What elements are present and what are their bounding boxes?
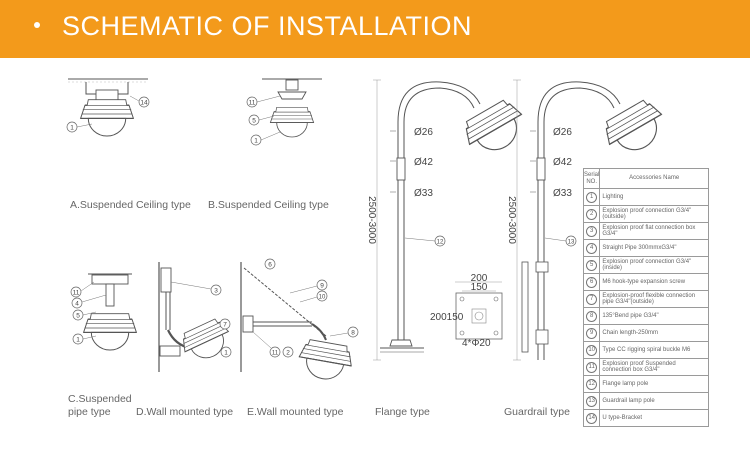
dim-d33-flange: Ø33 — [414, 188, 433, 199]
accessory-name: Explosion proof connection G3/4"(outside… — [599, 205, 709, 223]
caption-a: A.Suspended Ceiling type — [70, 199, 191, 211]
diagram-c-suspended-pipe: 11 4 5 1 — [70, 273, 138, 351]
serial-number: 11 — [586, 361, 598, 373]
caption-c-line2: pipe type — [68, 406, 111, 418]
table-header-row: Serial NO. Accessories Name — [582, 168, 709, 189]
callout-4: 4 — [75, 301, 79, 308]
dim-200150-height: 200150 — [430, 312, 464, 323]
dim-d26-guardrail: Ø26 — [553, 127, 572, 138]
serial-number: 12 — [586, 378, 598, 390]
installation-diagrams: 14 1 11 5 1 11 4 5 1 — [66, 78, 673, 384]
diagram-e-wall-mounted: 6 9 10 8 11 2 — [240, 258, 359, 384]
accessory-name: Flange lamp pole — [599, 375, 709, 393]
dim-d26-flange: Ø26 — [414, 127, 433, 138]
callout-9: 9 — [320, 283, 324, 290]
accessory-name: Chain length-250mm — [599, 324, 709, 342]
callout-8: 8 — [351, 330, 355, 337]
serial-number: 3 — [586, 225, 598, 237]
callout-11: 11 — [73, 290, 80, 297]
callout-6: 6 — [268, 262, 272, 269]
caption-b: B.Suspended Ceiling type — [208, 199, 329, 211]
dim-d33-guardrail: Ø33 — [553, 188, 572, 199]
diagram-b-suspended-ceiling: 11 5 1 — [246, 78, 322, 146]
caption-c-line1: C.Suspended — [68, 393, 132, 405]
header-accessories-name: Accessories Name — [599, 168, 709, 189]
serial-number: 14 — [586, 412, 598, 424]
dim-height-guardrail: 2500-3000 — [506, 196, 517, 244]
accessory-name: Explosion proof Suspended connection box… — [599, 358, 709, 376]
callout-10: 10 — [319, 295, 326, 301]
callout-1: 1 — [70, 125, 74, 132]
header-serial-no: Serial NO. — [582, 168, 601, 189]
serial-number: 4 — [586, 242, 598, 254]
dim-200-width: 200 — [471, 273, 488, 284]
accessory-name: Explosion proof flat connection box G3/4… — [599, 222, 709, 240]
callout-1: 1 — [254, 138, 258, 145]
accessory-name: Type CC rigging spiral buckle M6 — [599, 341, 709, 359]
serial-number: 6 — [586, 276, 598, 288]
accessory-name: Explosion-proof flexible connection pipe… — [599, 290, 709, 308]
diagram-flange-type: 2500-3000 Ø26 Ø42 Ø33 12 — [366, 79, 533, 361]
callout-7: 7 — [223, 322, 227, 329]
callout-13: 13 — [568, 240, 575, 246]
dim-d42-guardrail: Ø42 — [553, 157, 572, 168]
caption-e: E.Wall mounted type — [247, 406, 344, 418]
diagram-d-wall-mounted: 3 7 1 — [158, 262, 236, 372]
caption-guardrail: Guardrail type — [504, 406, 570, 418]
callout-1: 1 — [224, 350, 228, 357]
callout-2: 2 — [286, 350, 290, 357]
accessory-name: M6 hook-type expansion screw — [599, 273, 709, 291]
serial-number: 13 — [586, 395, 598, 407]
bullet-dot — [34, 22, 40, 28]
accessory-name: U type-Bracket — [599, 409, 709, 427]
header-banner: SCHEMATIC OF INSTALLATION — [0, 0, 750, 58]
caption-d: D.Wall mounted type — [136, 406, 234, 418]
accessory-name: Explosion proof connection G3/4"(inside) — [599, 256, 709, 274]
callout-1: 1 — [76, 337, 80, 344]
callout-12: 12 — [437, 240, 444, 246]
flange-plate-detail: 200 150 200150 4*Φ20 — [430, 273, 503, 349]
callout-3: 3 — [214, 288, 218, 295]
serial-number: 5 — [586, 259, 598, 271]
dim-d42-flange: Ø42 — [414, 157, 433, 168]
callout-5: 5 — [252, 118, 256, 125]
accessory-name: Guardrail lamp pole — [599, 392, 709, 410]
callout-11: 11 — [249, 100, 256, 107]
diagram-a-suspended-ceiling: 14 1 — [66, 78, 150, 137]
serial-number: 10 — [586, 344, 598, 356]
accessory-name: Lighting — [599, 188, 709, 206]
page-title: SCHEMATIC OF INSTALLATION — [62, 11, 473, 41]
serial-number: 1 — [586, 191, 598, 203]
caption-flange: Flange type — [375, 406, 430, 418]
serial-number: 2 — [586, 208, 598, 220]
serial-number: 9 — [586, 327, 598, 339]
diagram-guardrail-type: 2500-3000 Ø26 Ø42 Ø33 13 — [506, 79, 673, 361]
dim-holes: 4*Φ20 — [462, 338, 491, 349]
callout-11: 11 — [272, 351, 279, 357]
dim-150-width: 150 — [471, 282, 488, 293]
callout-5: 5 — [76, 313, 80, 320]
serial-number: 8 — [586, 310, 598, 322]
accessory-name: 135°Bend pipe G3/4" — [599, 307, 709, 325]
serial-number: 7 — [586, 293, 598, 305]
accessory-name: Straight Pipe 300mmxG3/4" — [599, 239, 709, 257]
dim-height-flange: 2500-3000 — [366, 196, 377, 244]
callout-14: 14 — [140, 100, 148, 107]
